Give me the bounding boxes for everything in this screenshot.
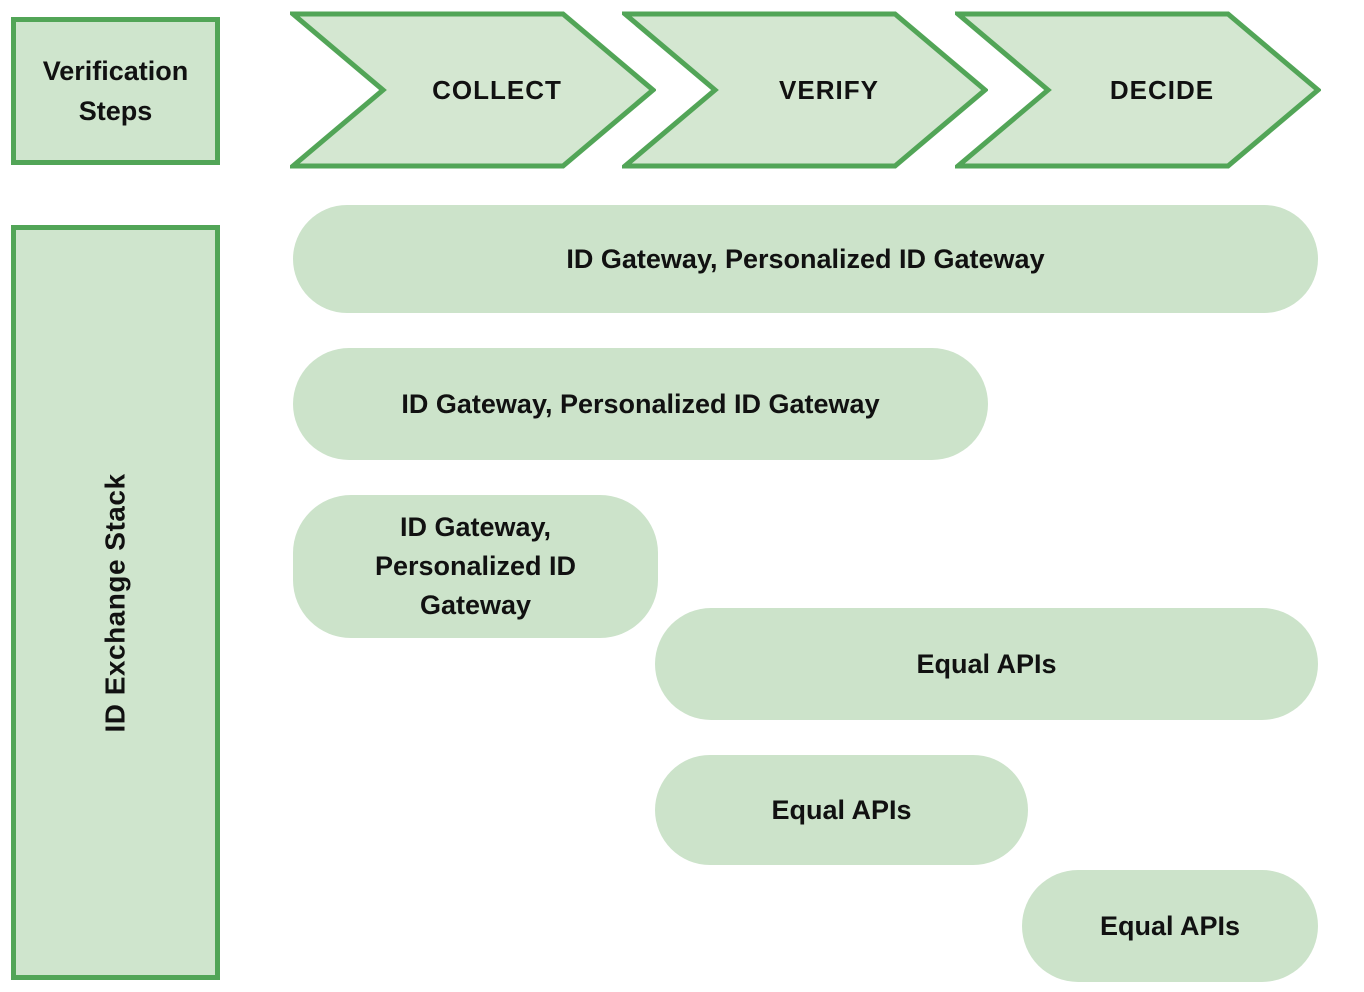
pill-label: ID Gateway, Personalized ID Gateway	[401, 388, 880, 419]
verify-arrow-shape	[622, 11, 988, 169]
verification-steps-box: Verification Steps	[11, 17, 220, 165]
pill-equal-apis-row-3: Equal APIs	[1022, 870, 1318, 982]
step-verify-label: VERIFY	[779, 74, 879, 105]
step-decide: DECIDE	[955, 11, 1321, 169]
pill-id-gateway-row-2: ID Gateway, Personalized ID Gateway	[293, 348, 988, 460]
chevron-shape	[622, 11, 988, 169]
chevron-shape	[290, 11, 656, 169]
pill-label: ID Gateway, Personalized ID Gateway	[566, 243, 1045, 274]
collect-arrow-shape	[290, 11, 656, 169]
id-exchange-stack-label: ID Exchange Stack	[99, 472, 131, 733]
pill-label: Equal APIs	[916, 648, 1057, 679]
step-collect-label: COLLECT	[432, 74, 562, 105]
chevron-shape	[955, 11, 1321, 169]
step-collect: COLLECT	[290, 11, 656, 169]
pill-equal-apis-row-1: Equal APIs	[655, 608, 1318, 720]
pill-label: ID Gateway, Personalized ID Gateway	[374, 511, 577, 621]
pill-equal-apis-row-2: Equal APIs	[655, 755, 1028, 865]
pill-id-gateway-row-1: ID Gateway, Personalized ID Gateway	[293, 205, 1318, 313]
verification-steps-label: Verification Steps	[42, 55, 189, 127]
pill-label: Equal APIs	[1099, 910, 1241, 941]
pill-label: Equal APIs	[771, 794, 912, 825]
pill-id-gateway-row-3: ID Gateway, Personalized ID Gateway	[293, 495, 658, 638]
decide-arrow-shape	[955, 11, 1321, 169]
step-decide-label: DECIDE	[1109, 74, 1215, 105]
id-exchange-stack-box: ID Exchange Stack	[11, 225, 220, 980]
step-verify: VERIFY	[622, 11, 988, 169]
